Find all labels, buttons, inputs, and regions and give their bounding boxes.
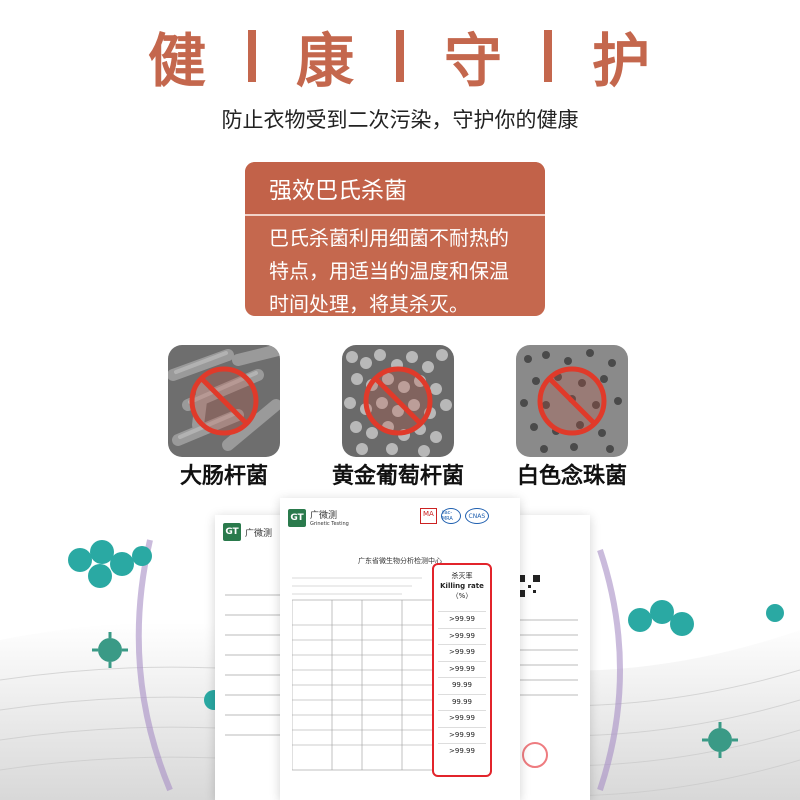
staph-label: 黄金葡萄杆菌 [331,464,464,489]
title-char-3: 守 [443,27,504,95]
staph-image [342,345,454,457]
gt-logo-icon: GT [223,523,241,541]
card-body: 巴氏杀菌利用细菌不耐热的 特点，用适当的温度和保温 时间处理，将其杀灭。 [245,216,545,316]
report-page-back-right [510,515,590,800]
cnas-logo-icon: CNAS [464,508,489,524]
gt-logo-icon: GT [288,508,306,527]
ma-logo-icon: MA [420,508,437,524]
germ-cluster-icon [68,540,152,588]
ecoli-image [168,345,280,457]
cert-logos: MA ilac-MRA CNAS [420,508,489,524]
title-char-4: 护 [591,27,652,95]
official-seal-icon [522,742,548,768]
page-title: 健 康 守 护 [0,14,800,98]
title-divider [248,30,256,82]
logo-text-cn: 广微测 [310,511,338,521]
kill-rate-unit: （%） [451,592,473,600]
title-char-2: 康 [295,27,356,95]
card-line: 特点，用适当的温度和保温 [269,259,509,283]
kill-rate-title-en: Killing rate [440,582,484,590]
info-card: 强效巴氏杀菌 巴氏杀菌利用细菌不耐热的 特点，用适当的温度和保温 时间处理，将其… [245,162,545,316]
kill-rate-value: >99.99 [438,611,486,628]
germ-cluster-icon [628,600,694,636]
kill-rate-value: 99.99 [438,693,486,711]
qr-code-icon [518,575,540,597]
kill-rate-value: >99.99 [438,627,486,645]
kill-rate-value: >99.99 [438,660,486,678]
ilac-logo-icon: ilac-MRA [440,508,461,524]
center-name: 广东省微生物分析检测中心 [358,557,442,565]
kill-rate-heading: 杀灭率 Killing rate （%） [434,565,490,601]
candida-label: 白色念珠菌 [516,464,627,489]
virus-icon [92,632,128,668]
logo-text: 广微测 [245,528,273,539]
kill-rate-value: >99.99 [438,710,486,727]
germ-cluster-icon [766,604,784,622]
kill-rate-value: >99.99 [438,726,486,744]
kill-rate-value: 99.99 [438,677,486,694]
virus-icon [702,722,738,758]
card-line: 时间处理，将其杀灭。 [269,292,469,316]
kill-rate-title-cn: 杀灭率 [451,572,473,580]
kill-rate-value: >99.99 [438,743,486,760]
title-divider [396,30,404,82]
card-heading: 强效巴氏杀菌 [245,162,545,216]
subtitle: 防止衣物受到二次污染，守护你的健康 [221,108,579,132]
title-char-1: 健 [147,27,208,95]
report-logo: GT 广微测 Grinetic Testing [288,508,349,527]
card-line: 巴氏杀菌利用细菌不耐热的 [269,226,509,250]
kill-rate-value: >99.99 [438,644,486,661]
logo-text-en: Grinetic Testing [310,521,349,527]
title-divider [544,30,552,82]
kill-rate-column: 杀灭率 Killing rate （%） >99.99 >99.99 >99.9… [432,563,492,777]
report-logo: GT 广微测 [223,523,272,541]
report-text-lines [518,619,578,696]
ecoli-label: 大肠杆菌 [179,464,268,489]
candida-image [516,345,628,457]
